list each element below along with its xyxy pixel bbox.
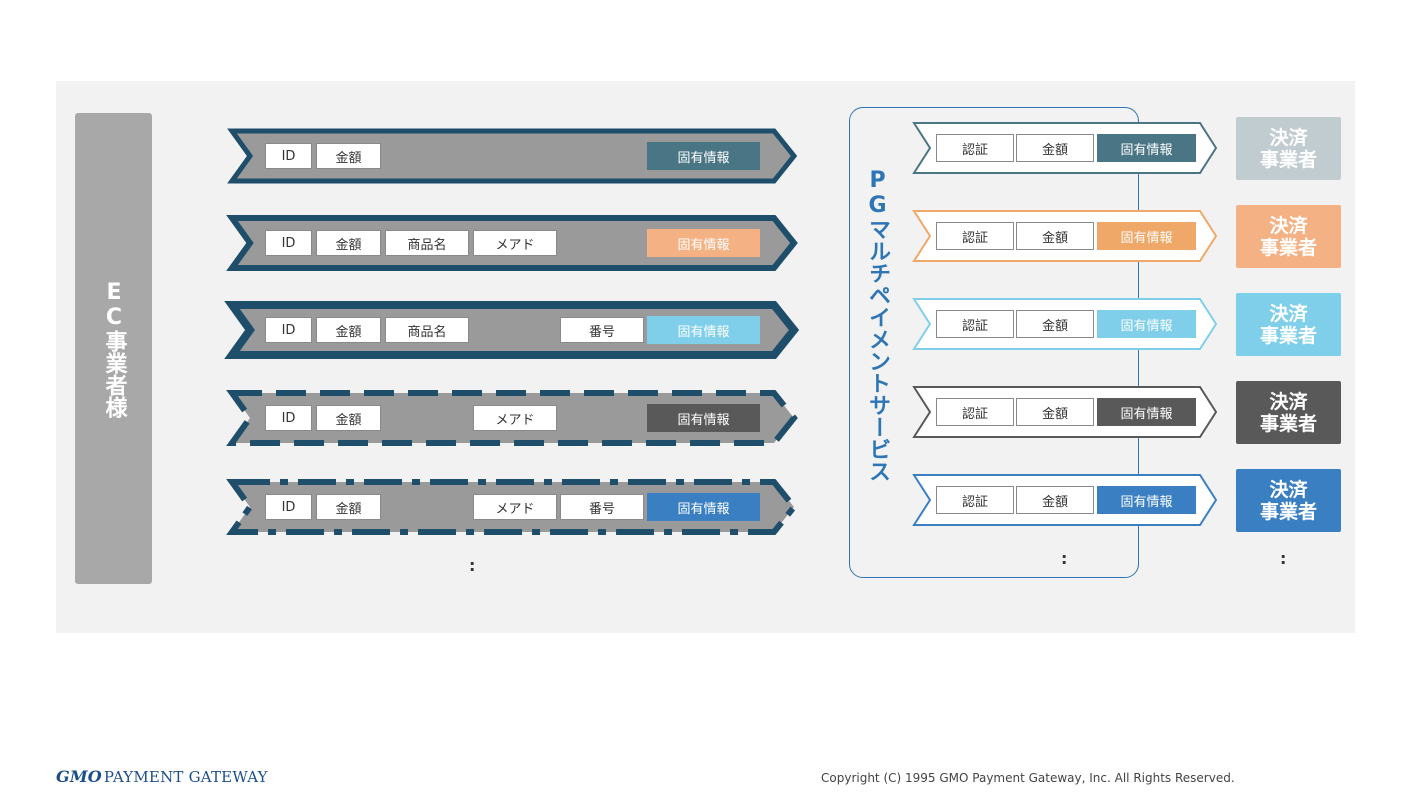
gmo-logo-text: PAYMENT GATEWAY (103, 768, 268, 786)
copyright-text: Copyright (C) 1995 GMO Payment Gateway, … (821, 771, 1235, 785)
payment-provider-1-line1: 決済 (1269, 126, 1308, 149)
left-row-5-chip-3: メアド (473, 494, 557, 520)
left-row-1-chip-2: 金額 (316, 143, 381, 169)
payment-provider-5: 決済事業者 (1236, 469, 1341, 532)
payment-provider-4-line1: 決済 (1269, 390, 1308, 413)
right-row-2-chip-1: 認証 (936, 222, 1014, 250)
left-row-3-info-chip: 固有情報 (647, 316, 760, 344)
right-row-4-chip-2: 金額 (1016, 398, 1094, 426)
payment-provider-1: 決済事業者 (1236, 117, 1341, 180)
payment-provider-5-line2: 事業者 (1259, 500, 1317, 523)
right-row-5-info-chip: 固有情報 (1097, 486, 1196, 514)
right-row-3-chip-1: 認証 (936, 310, 1014, 338)
right-row-1-chip-1: 認証 (936, 134, 1014, 162)
ec-merchant-bar: EC事業者様 (75, 113, 152, 584)
payment-provider-4-line2: 事業者 (1259, 412, 1317, 435)
right-row-2-info-chip: 固有情報 (1097, 222, 1196, 250)
left-row-5-chip-1: ID (265, 494, 312, 520)
payment-provider-3: 決済事業者 (1236, 293, 1341, 356)
left-row-2-chip-1: ID (265, 230, 312, 256)
payment-provider-4: 決済事業者 (1236, 381, 1341, 444)
left-ellipsis: : (469, 556, 476, 575)
right-row-3-info-chip: 固有情報 (1097, 310, 1196, 338)
left-row-3-chip-4: 番号 (560, 317, 644, 343)
payment-provider-5-line1: 決済 (1269, 478, 1308, 501)
payment-provider-2-line2: 事業者 (1259, 236, 1317, 259)
left-row-2-chip-2: 金額 (316, 230, 381, 256)
left-row-4-chip-1: ID (265, 405, 312, 431)
right-row-1-chip-2: 金額 (1016, 134, 1094, 162)
right-row-4-chip-1: 認証 (936, 398, 1014, 426)
right-row-3-chip-2: 金額 (1016, 310, 1094, 338)
left-row-3-chip-2: 金額 (316, 317, 381, 343)
left-row-1-info-chip: 固有情報 (647, 142, 760, 170)
pg-multipayment-label-wrap: PGマルチペイメントサービス (861, 168, 893, 528)
left-row-4-chip-2: 金額 (316, 405, 381, 431)
pg-ellipsis: : (1061, 549, 1068, 568)
left-row-5-chip-4: 番号 (560, 494, 644, 520)
left-row-4-info-chip: 固有情報 (647, 404, 760, 432)
left-row-3-chip-1: ID (265, 317, 312, 343)
left-row-5-chip-2: 金額 (316, 494, 381, 520)
biz-ellipsis: : (1280, 549, 1287, 568)
payment-provider-1-line2: 事業者 (1259, 148, 1317, 171)
payment-provider-2-line1: 決済 (1269, 214, 1308, 237)
right-row-4-info-chip: 固有情報 (1097, 398, 1196, 426)
left-row-1-chip-1: ID (265, 143, 312, 169)
left-row-2-chip-3: 商品名 (385, 230, 469, 256)
pg-multipayment-label: PGマルチペイメントサービス (865, 168, 890, 482)
right-row-5-chip-1: 認証 (936, 486, 1014, 514)
left-row-2-chip-4: メアド (473, 230, 557, 256)
left-row-5-info-chip: 固有情報 (647, 493, 760, 521)
right-row-5-chip-2: 金額 (1016, 486, 1094, 514)
right-row-2-chip-2: 金額 (1016, 222, 1094, 250)
right-row-1-info-chip: 固有情報 (1097, 134, 1196, 162)
payment-provider-2: 決済事業者 (1236, 205, 1341, 268)
ec-merchant-label: EC事業者様 (101, 279, 127, 418)
gmo-logo-mark: GMO (56, 767, 102, 786)
left-row-3-chip-3: 商品名 (385, 317, 469, 343)
payment-provider-3-line2: 事業者 (1259, 324, 1317, 347)
left-row-4-chip-3: メアド (473, 405, 557, 431)
payment-provider-3-line1: 決済 (1269, 302, 1308, 325)
left-row-2-info-chip: 固有情報 (647, 229, 760, 257)
